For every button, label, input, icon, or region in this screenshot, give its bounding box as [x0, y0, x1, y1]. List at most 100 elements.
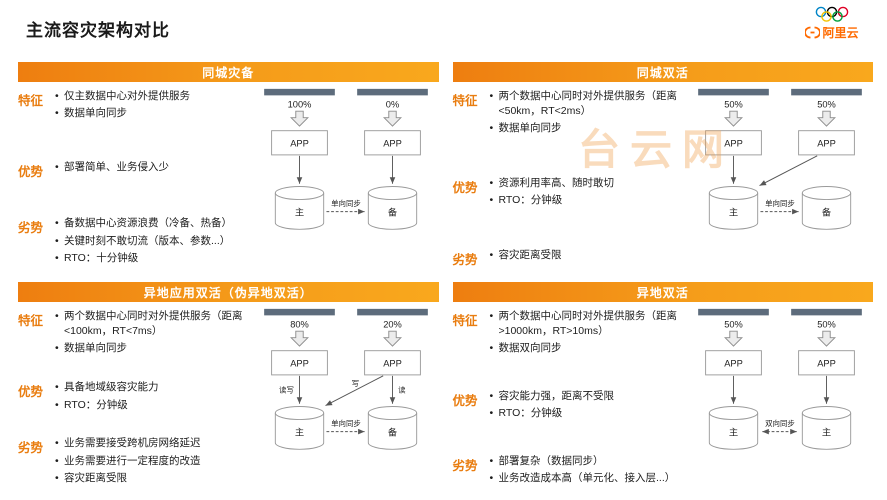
bullet-item: 数据单向同步	[489, 121, 686, 136]
db-cylinder-top-left	[274, 406, 324, 420]
bullet-item: 部署复杂（数据同步）	[489, 454, 686, 469]
group-features: 特征 两个数据中心同时对外提供服务（距离<100km，RT<7ms）数据单向同步	[18, 309, 251, 359]
section-same-city-active-active: 同城双活 特征 两个数据中心同时对外提供服务（距离<50km，RT<2ms）数据…	[452, 62, 874, 274]
section-remote-active-active: 异地双活 特征 两个数据中心同时对外提供服务（距离>1000km，RT>10ms…	[452, 282, 874, 494]
sync-label: 单向同步	[331, 418, 361, 428]
app-label-right: APP	[817, 359, 836, 369]
architecture-diagram: 50% 50% APP APP 主 主	[687, 307, 873, 494]
db-label-left: 主	[729, 426, 738, 437]
db-cylinder-left	[274, 413, 324, 450]
section-header-text: 同城双活	[636, 65, 689, 80]
traffic-bar-right	[791, 308, 862, 316]
db-cylinder-top-left	[708, 186, 759, 200]
app-label-right: APP	[383, 359, 402, 369]
bullet-list: 容灾距离受限	[489, 248, 686, 265]
bullet-item: RTO：十分钟级	[54, 251, 251, 266]
group-advantages: 优势 部署简单、业务侵入少	[18, 160, 251, 180]
block-arrow-icon	[382, 110, 402, 127]
group-advantages: 优势 具备地域级容灾能力RTO：分钟级	[18, 380, 251, 414]
traffic-percent-right: 50%	[817, 99, 836, 109]
bullet-item: 仅主数据中心对外提供服务	[54, 89, 251, 104]
traffic-bar-left	[698, 308, 769, 316]
bullet-item: 具备地域级容灾能力	[54, 380, 251, 395]
traffic-percent-right: 0%	[385, 99, 398, 109]
section-header: 异地应用双活（伪异地双活）	[18, 282, 439, 302]
traffic-percent-left: 100%	[287, 99, 311, 109]
db-label-right: 备	[387, 426, 397, 437]
section-body: 特征 两个数据中心同时对外提供服务（距离>1000km，RT>10ms）数据双向…	[453, 302, 874, 494]
feature-list: 特征 两个数据中心同时对外提供服务（距离<50km，RT<2ms）数据单向同步 …	[453, 87, 688, 274]
section-header-text: 同城灾备	[202, 65, 255, 80]
page-title: 主流容灾架构对比	[26, 21, 170, 40]
bullet-item: 数据单向同步	[54, 106, 251, 121]
bullet-item: RTO：分钟级	[489, 193, 686, 208]
db-label-right: 主	[822, 426, 831, 437]
db-cylinder-right	[801, 193, 852, 230]
app-label-left: APP	[290, 359, 309, 369]
app-label-left: APP	[290, 139, 309, 149]
traffic-percent-left: 80%	[290, 319, 309, 329]
app-label-left: APP	[724, 359, 743, 369]
bullet-item: 资源利用率高、随时敢切	[489, 176, 686, 191]
bullet-list: 资源利用率高、随时敢切 RTO：分钟级	[489, 176, 686, 210]
sync-label: 单向同步	[331, 198, 361, 208]
architecture-diagram: 100% 0% APP APP 主 备	[253, 87, 439, 274]
db-label-right: 备	[387, 206, 397, 217]
bullet-item: RTO：分钟级	[489, 406, 686, 421]
bullet-list: 仅主数据中心对外提供服务数据单向同步	[54, 89, 251, 123]
aliyun-cloud-icon	[805, 26, 821, 39]
db-cylinder-top-right	[801, 406, 852, 420]
app-label-left: APP	[724, 139, 743, 149]
quadrant-grid: 同城灾备 特征 仅主数据中心对外提供服务数据单向同步 优势 部署简单、业务侵入少…	[18, 62, 873, 494]
group-advantages: 优势 容灾能力强，距离不受限RTO：分钟级	[453, 389, 686, 423]
group-disadvantages: 劣势 备数据中心资源浪费（冷备、热备）关键时刻不敢切流（版本、参数...）RTO…	[18, 216, 251, 268]
bullet-list: 具备地域级容灾能力RTO：分钟级	[54, 380, 251, 414]
app-box-right	[363, 350, 421, 376]
app-box-left	[705, 130, 762, 156]
traffic-bar-right	[356, 88, 428, 96]
app-box-right	[363, 130, 421, 156]
feature-list: 特征 两个数据中心同时对外提供服务（距离>1000km，RT>10ms）数据双向…	[453, 307, 688, 494]
bullet-item: 容灾距离受限	[54, 471, 251, 486]
sync-label: 单向同步	[765, 198, 795, 208]
db-label-left: 主	[729, 206, 738, 217]
group-label: 特征	[18, 314, 44, 328]
group-label: 特征	[452, 314, 478, 328]
traffic-bar-left	[263, 308, 335, 316]
arrow-label-write: 写	[351, 379, 358, 388]
architecture-diagram: 50% 50% APP APP 主 备	[687, 87, 873, 274]
bullet-list: 部署简单、业务侵入少	[54, 160, 251, 177]
bullet-item: 数据双向同步	[489, 341, 686, 356]
group-advantages: 优势 资源利用率高、随时敢切RTO：分钟级	[453, 176, 686, 210]
section-body: 特征 两个数据中心同时对外提供服务（距离<50km，RT<2ms）数据单向同步 …	[453, 82, 874, 274]
traffic-percent-right: 20%	[383, 319, 402, 329]
block-arrow-icon	[382, 330, 402, 347]
db-label-left: 主	[294, 206, 303, 217]
traffic-percent-left: 50%	[724, 319, 743, 329]
architecture-diagram: 80% 20% APP APP 读写 写 读 主	[253, 307, 439, 494]
block-arrow-icon	[724, 110, 743, 127]
db-cylinder-top-left	[708, 406, 759, 420]
app-label-right: APP	[817, 139, 836, 149]
section-header-text: 异地双活	[636, 285, 689, 300]
bullet-list: 容灾能力强，距离不受限RTO：分钟级	[489, 389, 686, 423]
db-cylinder-right	[367, 413, 417, 450]
bullet-list: 部署复杂（数据同步）业务改造成本高（单元化、接入层...）	[489, 454, 686, 488]
bullet-item: 业务需要接受跨机房网络延迟	[54, 436, 251, 451]
block-arrow-icon	[817, 330, 836, 347]
arrow-app-right-to-primary-db	[759, 155, 818, 186]
group-label: 劣势	[18, 221, 44, 236]
group-label: 劣势	[18, 441, 44, 456]
group-label: 特征	[18, 94, 44, 108]
app-box-right	[798, 350, 855, 376]
group-disadvantages: 劣势 业务需要接受跨机房网络延迟业务需要进行一定程度的改造容灾距离受限	[18, 436, 251, 488]
bullet-item: 数据单向同步	[54, 341, 251, 356]
db-cylinder-left	[274, 193, 324, 230]
group-features: 特征 仅主数据中心对外提供服务数据单向同步	[18, 89, 251, 123]
app-box-left	[270, 130, 328, 156]
traffic-bar-left	[698, 88, 769, 96]
group-disadvantages: 劣势 部署复杂（数据同步）业务改造成本高（单元化、接入层...）	[453, 454, 686, 488]
section-header: 同城灾备	[18, 62, 439, 82]
section-header: 同城双活	[452, 62, 873, 82]
block-arrow-icon	[289, 110, 309, 127]
